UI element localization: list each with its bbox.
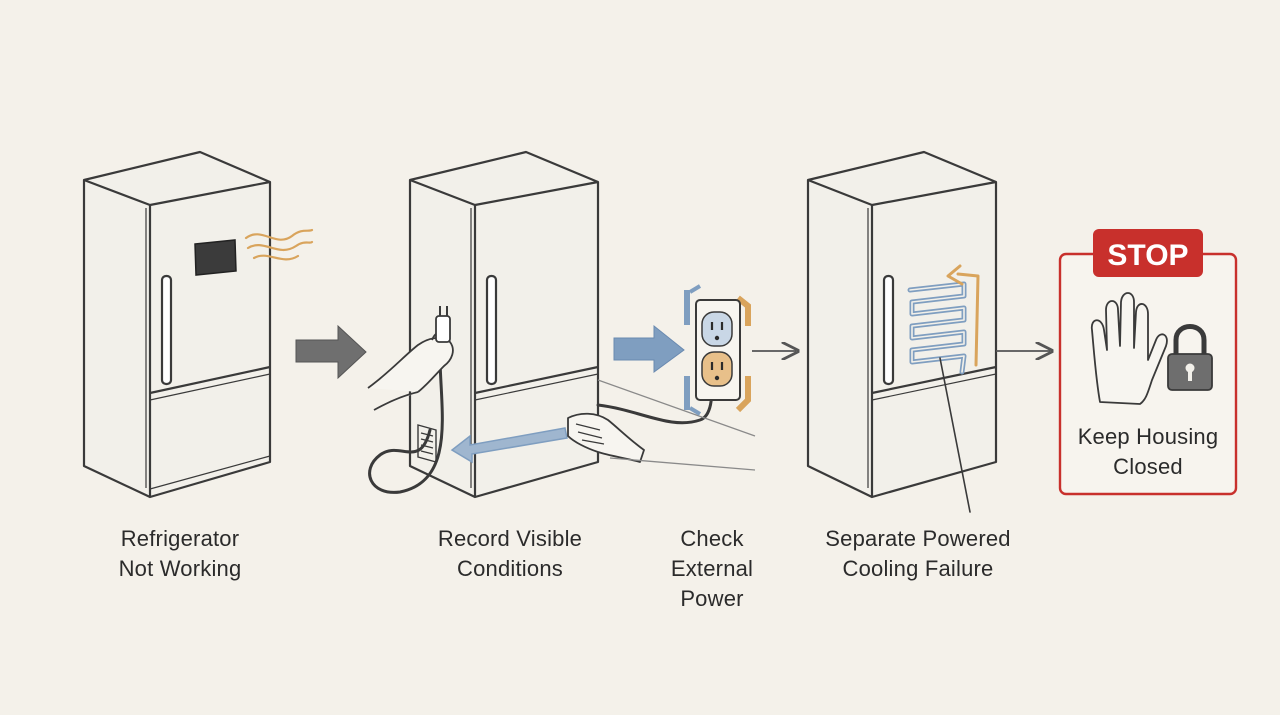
step-3-line-3: Power xyxy=(680,586,744,611)
padlock-icon xyxy=(1167,324,1213,391)
stop-badge-text: STOP xyxy=(1107,239,1188,272)
inspection-arrow xyxy=(450,427,568,464)
fridge-icon xyxy=(806,150,998,499)
step-label-check-external-power: Check External Power xyxy=(650,524,774,614)
step-4-line-2: Cooling Failure xyxy=(842,556,994,581)
step-label-separate-powered-cooling-failure: Separate Powered Cooling Failure xyxy=(800,524,1036,584)
fridge-icon xyxy=(408,150,600,499)
step-3-line-2: External xyxy=(670,556,754,581)
step-label-refrigerator-not-working: Refrigerator Not Working xyxy=(80,524,280,584)
open-hand-icon xyxy=(1090,292,1168,405)
stop-badge xyxy=(1093,229,1203,277)
hand-icon xyxy=(567,412,645,463)
step-2-line-1: Record Visible xyxy=(437,526,583,551)
stop-line-1: Keep Housing xyxy=(1077,424,1219,449)
step-1-line-2: Not Working xyxy=(118,556,242,581)
step-label-record-visible-conditions: Record Visible Conditions xyxy=(405,524,615,584)
flow-arrow-1 xyxy=(295,324,367,380)
flow-arrow-2 xyxy=(613,324,685,373)
warm-air-icon xyxy=(244,228,314,261)
step-3-line-1: Check xyxy=(680,526,744,551)
power-outlet-icon xyxy=(684,284,751,416)
step-2-line-2: Conditions xyxy=(457,556,563,581)
display-panel-icon xyxy=(194,239,237,276)
hand-holding-plug-icon xyxy=(367,306,454,411)
fridge-icon xyxy=(82,150,272,499)
stop-line-2: Closed xyxy=(1113,454,1183,479)
floor-lines xyxy=(597,379,756,471)
step-1-line-1: Refrigerator xyxy=(120,526,240,551)
stop-box-label: Keep Housing Closed xyxy=(1062,422,1234,482)
step-4-line-1: Separate Powered xyxy=(825,526,1011,551)
cooling-coil-icon xyxy=(907,264,980,513)
